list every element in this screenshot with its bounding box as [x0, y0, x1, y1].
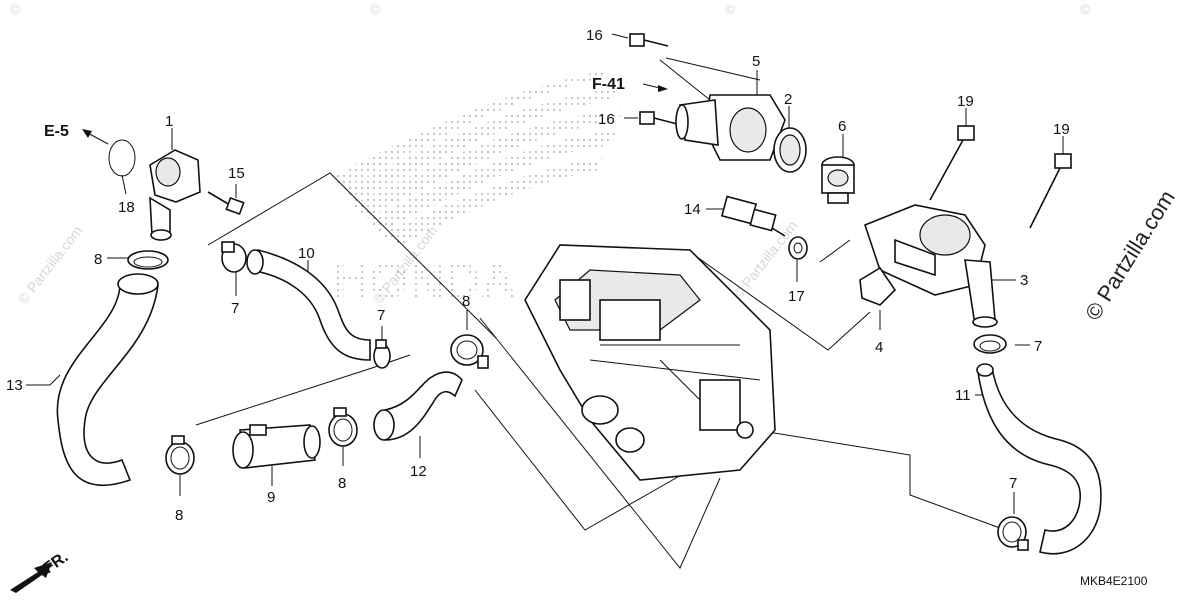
washer-17-part — [788, 236, 808, 260]
ref-label-f41: F-41 — [592, 76, 625, 93]
part-label-11: 11 — [955, 387, 971, 404]
copyright-watermark-edge: © Partzilla.com — [1080, 186, 1180, 325]
part-label-15: 15 — [228, 165, 245, 182]
copyright-watermark-symbols: © © © © — [10, 1, 1091, 17]
bolt-16-upper-part — [629, 33, 669, 47]
part-label-13: 13 — [6, 377, 23, 394]
part-label-6: 6 — [838, 118, 846, 135]
part-label-8-left: 8 — [94, 251, 102, 268]
part-label-12: 12 — [410, 463, 427, 480]
engine-block-part — [524, 244, 776, 481]
part-label-10: 10 — [298, 245, 315, 262]
copyright-watermark-left: © Partzilla.com — [15, 223, 86, 307]
part-label-14: 14 — [684, 201, 701, 218]
part-label-17: 17 — [788, 288, 805, 305]
leader-lines — [26, 33, 1064, 569]
seal-ring-2-part — [773, 127, 807, 173]
part-label-16-upper: 16 — [586, 27, 603, 44]
honda-wing-watermark: HONDA — [330, 70, 625, 309]
water-joint-5-part — [675, 94, 786, 161]
thermostat-cover-part — [149, 149, 201, 241]
part-label-7-left: 7 — [231, 300, 239, 317]
honda-brand-watermark: HONDA — [333, 253, 516, 309]
hose-clamp-7-part — [221, 241, 247, 273]
ref-label-e5: E-5 — [44, 123, 69, 140]
part-label-8-bottom-mid: 8 — [338, 475, 346, 492]
gasket-4-part — [859, 266, 897, 306]
part-label-7-bottom-right: 7 — [1009, 475, 1017, 492]
part-label-4: 4 — [875, 339, 883, 356]
o-ring-part — [108, 139, 136, 177]
hose-clamp-8-bottom-part — [165, 435, 195, 475]
part-label-9: 9 — [267, 489, 275, 506]
part-label-7-mid: 7 — [377, 307, 385, 324]
part-label-8-mid: 8 — [462, 293, 470, 310]
hose-13-end — [117, 273, 159, 295]
hose-clamp-7-right-bottom-part — [997, 516, 1029, 551]
part-label-18: 18 — [118, 199, 135, 216]
part-label-19-right: 19 — [1053, 121, 1070, 138]
bolt-part — [207, 191, 245, 216]
part-label-5: 5 — [752, 53, 760, 70]
small-clamp-7-part — [373, 339, 391, 369]
hose-clamp-8-bottom-mid-part — [328, 407, 358, 447]
temperature-sensor-14-part — [720, 195, 786, 237]
front-direction-arrow — [10, 562, 52, 593]
part-label-16-lower: 16 — [598, 111, 615, 128]
hose-12-part — [384, 371, 463, 441]
hose-10-part — [248, 249, 371, 361]
hose-clamp-8-mid-part — [450, 334, 489, 369]
part-label-1: 1 — [165, 113, 173, 130]
bolt-19-left-part — [929, 125, 975, 201]
water-pipe-9-part — [232, 424, 321, 469]
hose-clamp-part — [127, 250, 169, 270]
copyright-symbol-3: © — [725, 1, 736, 17]
thermostat-housing-3-part — [864, 204, 998, 328]
part-label-19-left: 19 — [957, 93, 974, 110]
hose-clamp-7-right-part — [973, 334, 1007, 354]
copyright-symbol-2: © — [370, 1, 381, 17]
thermostat-6-part — [821, 156, 855, 204]
bolt-19-right-part — [1029, 153, 1072, 229]
hose-11-part — [977, 366, 1102, 555]
part-label-8-bottom-left: 8 — [175, 507, 183, 524]
copyright-symbol-1: © — [10, 1, 21, 17]
part-label-7-right: 7 — [1034, 338, 1042, 355]
part-label-3: 3 — [1020, 272, 1028, 289]
part-label-2: 2 — [784, 91, 792, 108]
hose-13-part — [56, 284, 159, 487]
diagram-code: MKB4E2100 — [1080, 574, 1148, 588]
copyright-symbol-4: © — [1080, 1, 1091, 17]
